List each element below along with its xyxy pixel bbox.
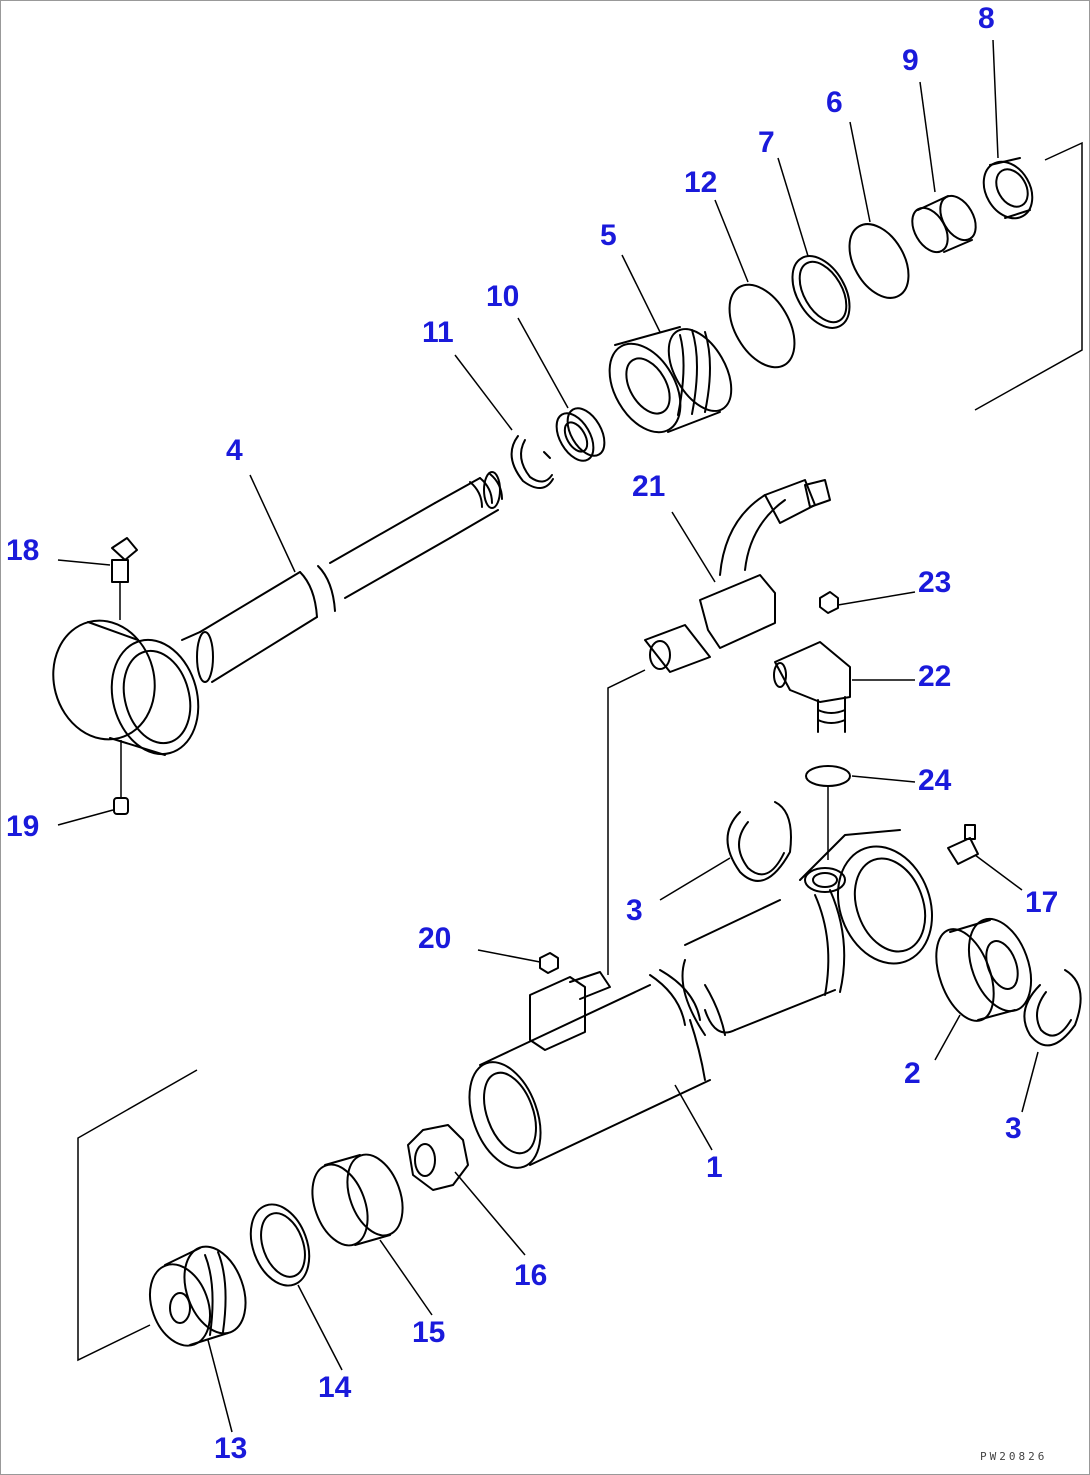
- part-18-grease-fitting: [111, 537, 138, 620]
- callout-2: 2: [904, 1057, 921, 1090]
- callout-18: 18: [6, 534, 39, 567]
- callout-7: 7: [758, 126, 775, 159]
- drawing-code: PW20826: [980, 1450, 1047, 1463]
- part-13-piston: [149, 1245, 247, 1347]
- part-12-o-ring: [728, 283, 796, 369]
- callout-5: 5: [600, 219, 617, 252]
- callout-labels: 8 9 6 7 12 5 10 11 4 21 18 23 22 24 19 3…: [6, 2, 1058, 1465]
- part-7-backup-ring: [791, 255, 851, 329]
- part-23-plug: [819, 591, 839, 614]
- part-9-bushing: [911, 194, 977, 254]
- callout-20: 20: [418, 922, 451, 955]
- callout-3-upper: 3: [626, 894, 643, 927]
- part-6-o-ring: [848, 223, 910, 299]
- part-24-o-ring: [805, 765, 851, 860]
- section-bracket-top-right: [974, 141, 1083, 411]
- part-16-nut: [407, 1124, 469, 1191]
- part-21-tube: [607, 479, 831, 975]
- callout-17: 17: [1025, 886, 1058, 919]
- part-1-cylinder-tube: [468, 829, 934, 1169]
- callout-21: 21: [632, 470, 665, 503]
- part-14-ring: [249, 1203, 311, 1287]
- part-8-bearing: [982, 157, 1034, 220]
- callout-6: 6: [826, 86, 843, 119]
- part-15-bushing: [311, 1153, 404, 1247]
- callout-4: 4: [226, 434, 243, 467]
- callout-9: 9: [902, 44, 919, 77]
- callout-14: 14: [318, 1371, 352, 1404]
- part-20-plug: [539, 952, 559, 974]
- part-10-bushing: [555, 407, 606, 462]
- callout-1: 1: [706, 1151, 723, 1184]
- part-2-piston: [935, 917, 1033, 1022]
- callout-16: 16: [514, 1259, 547, 1292]
- part-3-snap-ring-right: [1023, 969, 1082, 1047]
- callout-24: 24: [918, 764, 952, 797]
- callout-22: 22: [918, 660, 951, 693]
- section-bracket-bottom-left: [77, 1069, 198, 1362]
- part-5-cylinder-head: [608, 326, 733, 434]
- part-3-snap-ring-left: [726, 801, 792, 882]
- callout-23: 23: [918, 566, 951, 599]
- leader-lines: [57, 39, 1039, 1433]
- callout-10: 10: [486, 280, 519, 313]
- callout-3-lower: 3: [1005, 1112, 1022, 1145]
- callout-19: 19: [6, 810, 39, 843]
- part-17-grease-fitting: [947, 824, 979, 865]
- callout-13: 13: [214, 1432, 247, 1465]
- callout-12: 12: [684, 166, 717, 199]
- part-11-snap-ring: [510, 435, 554, 489]
- part-22-elbow: [773, 641, 851, 733]
- callout-15: 15: [412, 1316, 445, 1349]
- callout-8: 8: [978, 2, 995, 35]
- callout-11: 11: [422, 316, 454, 349]
- part-4-piston-rod: [52, 471, 503, 756]
- part-19-plug: [113, 740, 129, 815]
